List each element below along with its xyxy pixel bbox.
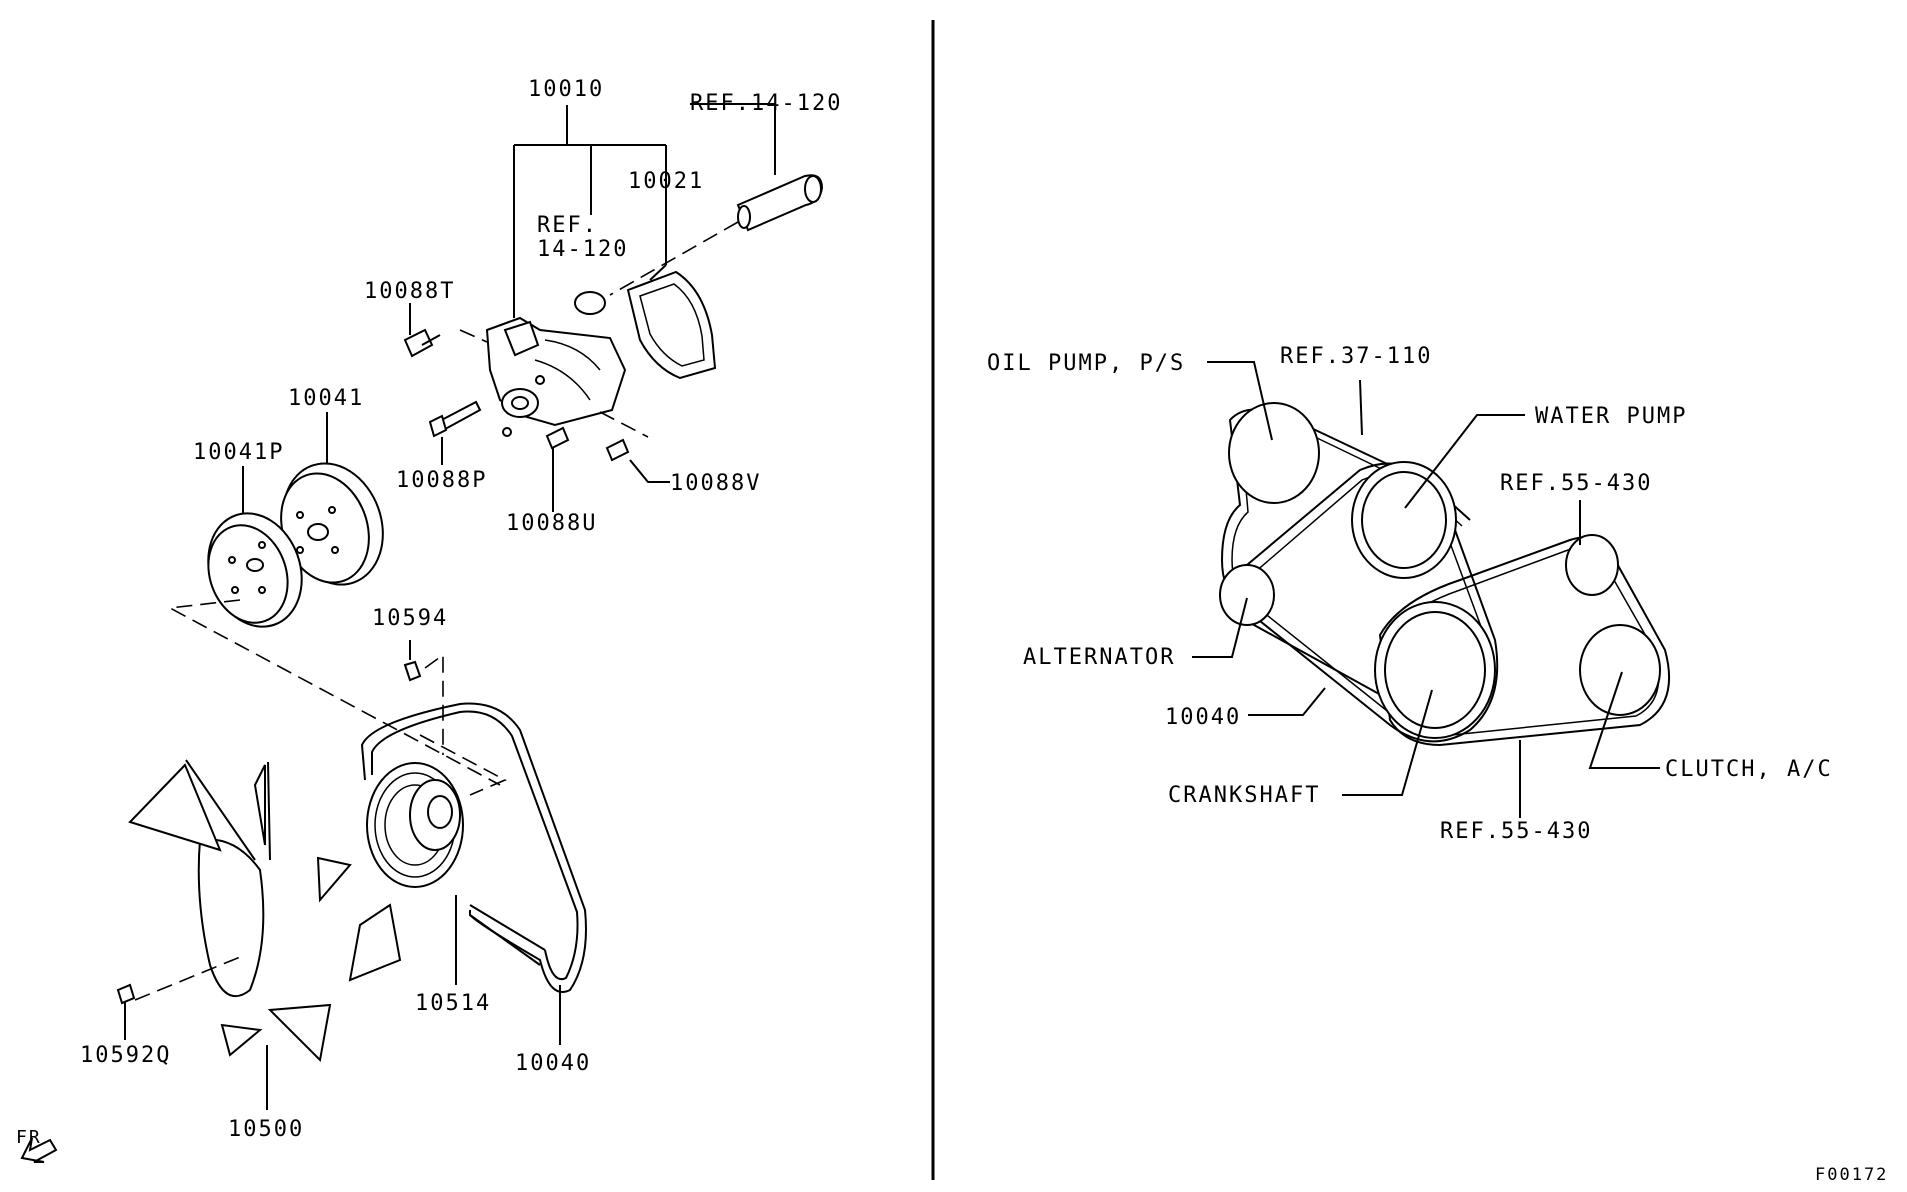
- label-10514: 10514: [415, 991, 491, 1016]
- pulley-10041: [280, 412, 384, 586]
- water-pump-pulley: [1351, 461, 1457, 579]
- crankshaft-pulley: [1374, 601, 1496, 739]
- diagram-code: F00172: [1815, 1165, 1888, 1185]
- bolt-10088V: [605, 438, 670, 483]
- label-water-pump: WATER PUMP: [1535, 404, 1687, 429]
- label-10088V: 10088V: [670, 471, 761, 496]
- belt-routing: [1219, 402, 1671, 747]
- belt-10040: [360, 702, 587, 1045]
- label-10021: 10021: [628, 169, 704, 194]
- fan-clutch-10514: [366, 640, 507, 985]
- ac-tensioner-pulley: [1565, 534, 1619, 596]
- label-alternator: ALTERNATOR: [1023, 645, 1175, 670]
- bolt-10088P: [428, 400, 482, 465]
- label-10088T: 10088T: [364, 279, 455, 304]
- front-direction-arrow: [20, 1137, 58, 1163]
- label-ref-37-110: REF.37-110: [1280, 344, 1432, 369]
- bracket-10010: [513, 105, 667, 318]
- label-10040: 10040: [515, 1051, 591, 1076]
- front-marker: FR: [16, 1127, 42, 1148]
- label-10010: 10010: [528, 77, 604, 102]
- label-10592Q: 10592Q: [80, 1043, 171, 1068]
- label-10088P: 10088P: [396, 468, 487, 493]
- label-oil-pump-ps: OIL PUMP, P/S: [987, 351, 1185, 376]
- label-10088U: 10088U: [506, 511, 597, 536]
- label-ref-55-430-top: REF.55-430: [1500, 471, 1652, 496]
- label-10041: 10041: [288, 386, 364, 411]
- hose-part: [609, 103, 824, 296]
- bolt-10088T: [403, 303, 441, 358]
- label-ref-14-120-top: REF.14-120: [690, 91, 842, 116]
- water-pump-part: [459, 316, 649, 438]
- label-10500: 10500: [228, 1117, 304, 1142]
- gasket-part: [574, 270, 717, 380]
- label-crankshaft: CRANKSHAFT: [1168, 783, 1320, 808]
- alternator-pulley: [1219, 564, 1275, 626]
- label-ref-14-120-line2: 14-120: [537, 237, 628, 262]
- label-10594: 10594: [372, 606, 448, 631]
- oil-pump-pulley: [1228, 402, 1320, 504]
- label-ref-55-430-bottom: REF.55-430: [1440, 819, 1592, 844]
- clutch-ac-pulley: [1579, 624, 1661, 716]
- label-10041P: 10041P: [193, 440, 284, 465]
- bolt-10088U: [545, 426, 570, 512]
- label-clutch-ac: CLUTCH, A/C: [1665, 757, 1833, 782]
- label-ref-14-120-line1: REF.: [537, 213, 598, 238]
- pulley-10041P: [167, 466, 501, 786]
- right-leaders: [1192, 361, 1660, 818]
- label-10040-right: 10040: [1165, 705, 1241, 730]
- fan-10500: [116, 759, 402, 1110]
